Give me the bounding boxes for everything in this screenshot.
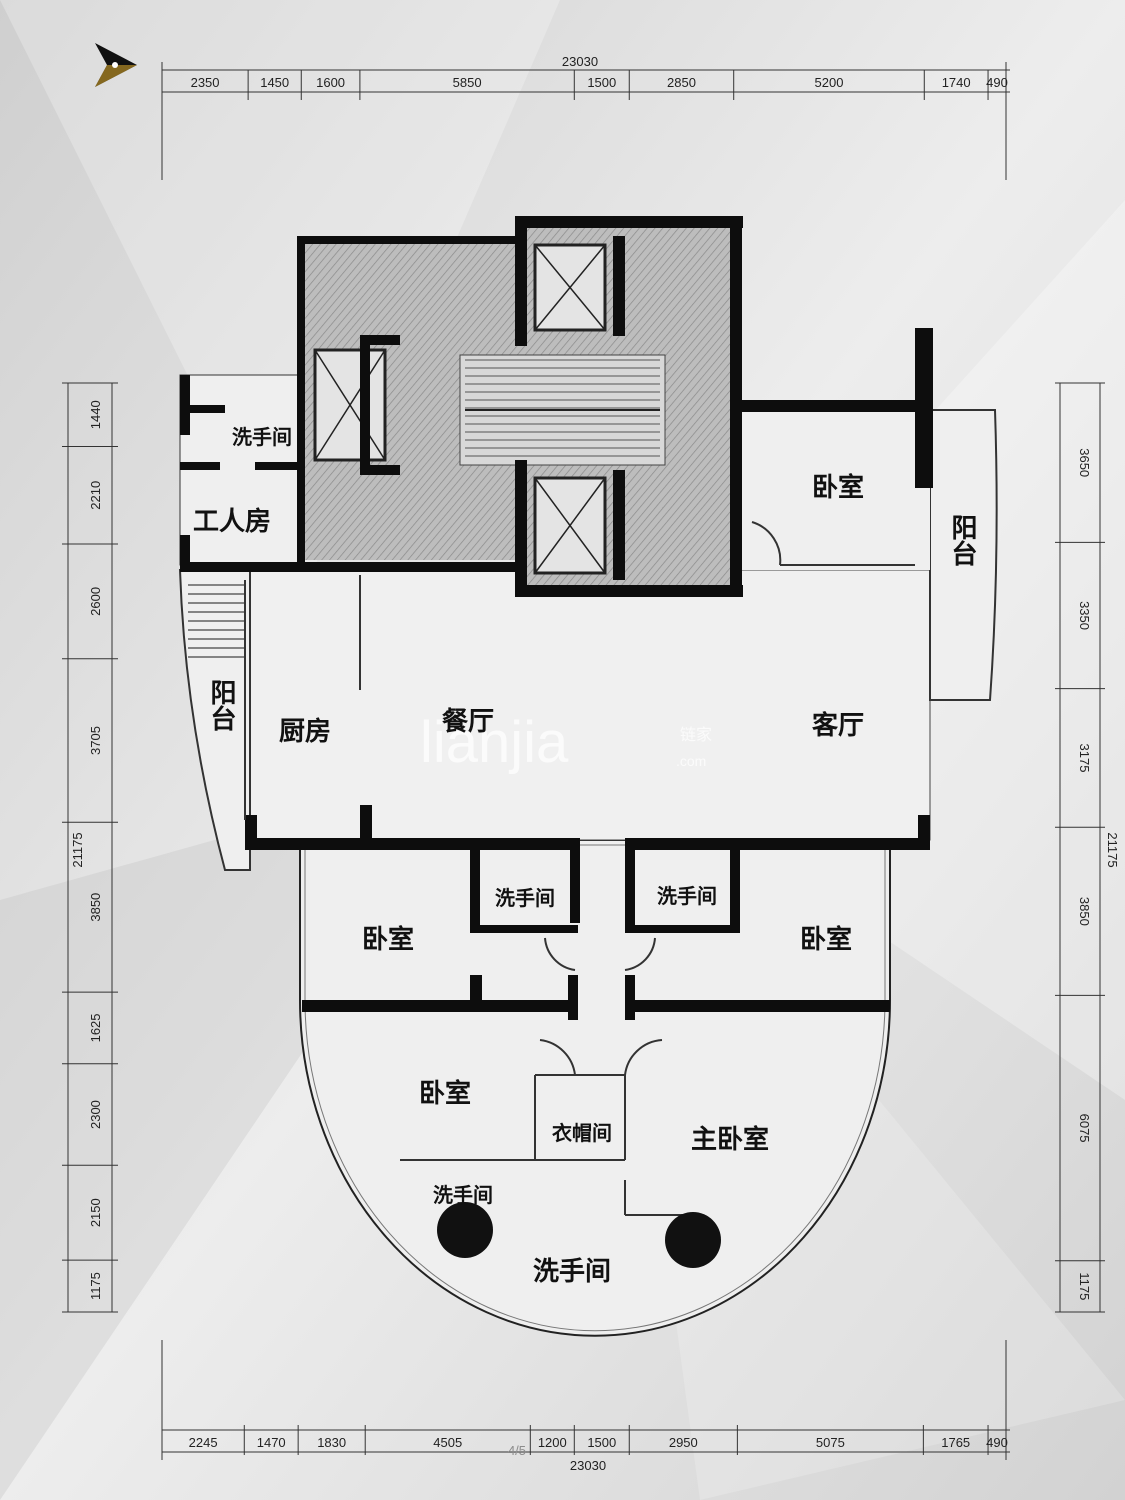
dimension-segment-label: 2300 (88, 1100, 103, 1129)
room-bedroom-ne: 卧室 (812, 472, 864, 503)
dimension-segment-label: 3705 (88, 726, 103, 755)
bottom-total-label: 23030 (570, 1458, 606, 1473)
dimension-segment-label: 5075 (816, 1435, 845, 1450)
compass-north-icon (95, 43, 137, 87)
room-balcony-east: 阳台 (947, 514, 977, 566)
dimension-segment-label: 4505 (433, 1435, 462, 1450)
dimension-segment-label: 3350 (1077, 601, 1092, 630)
dimension-segment-label: 1830 (317, 1435, 346, 1450)
dimension-segment-label: 2950 (669, 1435, 698, 1450)
dimension-segment-label: 2350 (191, 75, 220, 90)
dimension-segment-label: 1440 (88, 400, 103, 429)
dimension-segment-label: 1740 (942, 75, 971, 90)
dimension-segment-label: 2150 (88, 1198, 103, 1227)
room-bedroom-south: 卧室 (419, 1078, 471, 1109)
bottom-dimension-chain: 23030 2245 1470 1830 4505 1200 1500 2950 5075 17… (161, 1340, 1010, 1473)
dimension-segment-label: 1625 (88, 1014, 103, 1043)
dimension-segment-label: 1500 (587, 75, 616, 90)
room-kitchen: 厨房 (279, 717, 331, 747)
dimension-segment-label: 1175 (88, 1272, 103, 1300)
page-indicator: 4/5 (508, 1443, 526, 1458)
dimension-segment-label: 1600 (316, 75, 345, 90)
top-dimension-chain: 23030 2350 1450 1600 5850 1500 2850 5200 1740 49… (161, 54, 1010, 180)
left-total-label: 21175 (70, 832, 85, 867)
walls (180, 216, 933, 1020)
room-washroom-servant: 洗手间 (232, 425, 292, 449)
dimension-segment-label: 1450 (260, 75, 289, 90)
dimension-segment-label: 1765 (941, 1435, 970, 1450)
stair (188, 359, 660, 658)
dimension-segment-label: 1500 (587, 1435, 616, 1450)
dimension-segment-label: 490 (986, 75, 1008, 90)
dimension-segment-label: 490 (986, 1435, 1008, 1450)
room-bedroom-mid-right: 卧室 (800, 924, 852, 955)
dimension-segment-label: 5200 (815, 75, 844, 90)
dimension-segment-label: 3850 (1077, 897, 1092, 926)
elevator-shafts (313, 243, 607, 575)
dimension-segment-label: 6075 (1077, 1114, 1092, 1143)
watermark-cn: 链家 (680, 726, 712, 744)
left-dimension-chain: 21175 1440 2210 2600 3705 3850 1625 2300 2150 11… (62, 382, 118, 1313)
lianjia-watermark: lianjia 链家 .com (420, 710, 712, 775)
room-balcony-west: 阳台 (206, 679, 236, 731)
room-servant: 工人房 (193, 507, 271, 537)
top-total-label: 23030 (562, 54, 598, 69)
watermark-domain: .com (676, 753, 706, 769)
dimension-segment-label: 1200 (538, 1435, 567, 1450)
room-washroom-south: 洗手间 (433, 1183, 493, 1207)
room-living: 客厅 (812, 710, 864, 741)
dimension-segment-label: 5850 (453, 75, 482, 90)
dimension-segment-label: 3650 (1077, 448, 1092, 477)
dimension-segment-label: 2245 (189, 1435, 218, 1450)
room-washroom-mid-right: 洗手间 (657, 884, 717, 908)
dimension-segment-label: 1470 (257, 1435, 286, 1450)
dimension-segment-label: 1175 (1077, 1272, 1092, 1300)
room-labels: 洗手间 工人房 卧室 阳台 阳台 厨房 餐厅 客厅 洗手间 洗手间 卧室 卧室 … (193, 425, 977, 1287)
room-bedroom-mid-left: 卧室 (362, 924, 414, 955)
room-master-bedroom: 主卧室 (691, 1124, 769, 1155)
dimension-segment-label: 2600 (88, 587, 103, 616)
room-dining: 餐厅 (442, 707, 494, 737)
room-cloakroom: 衣帽间 (552, 1121, 612, 1145)
watermark-brand: lianjia (420, 710, 569, 775)
room-washroom-mid-left: 洗手间 (495, 886, 555, 910)
dimension-segment-label: 2210 (88, 481, 103, 510)
dimension-segment-label: 2850 (667, 75, 696, 90)
right-dimension-chain: 21175 3650 3350 3175 3850 6075 1175 (1055, 382, 1120, 1313)
room-washroom-master: 洗手间 (533, 1257, 611, 1287)
right-total-label: 21175 (1105, 832, 1120, 867)
dimension-segment-label: 3175 (1077, 744, 1092, 773)
dimension-segment-label: 3850 (88, 893, 103, 922)
partitions (244, 521, 915, 1268)
